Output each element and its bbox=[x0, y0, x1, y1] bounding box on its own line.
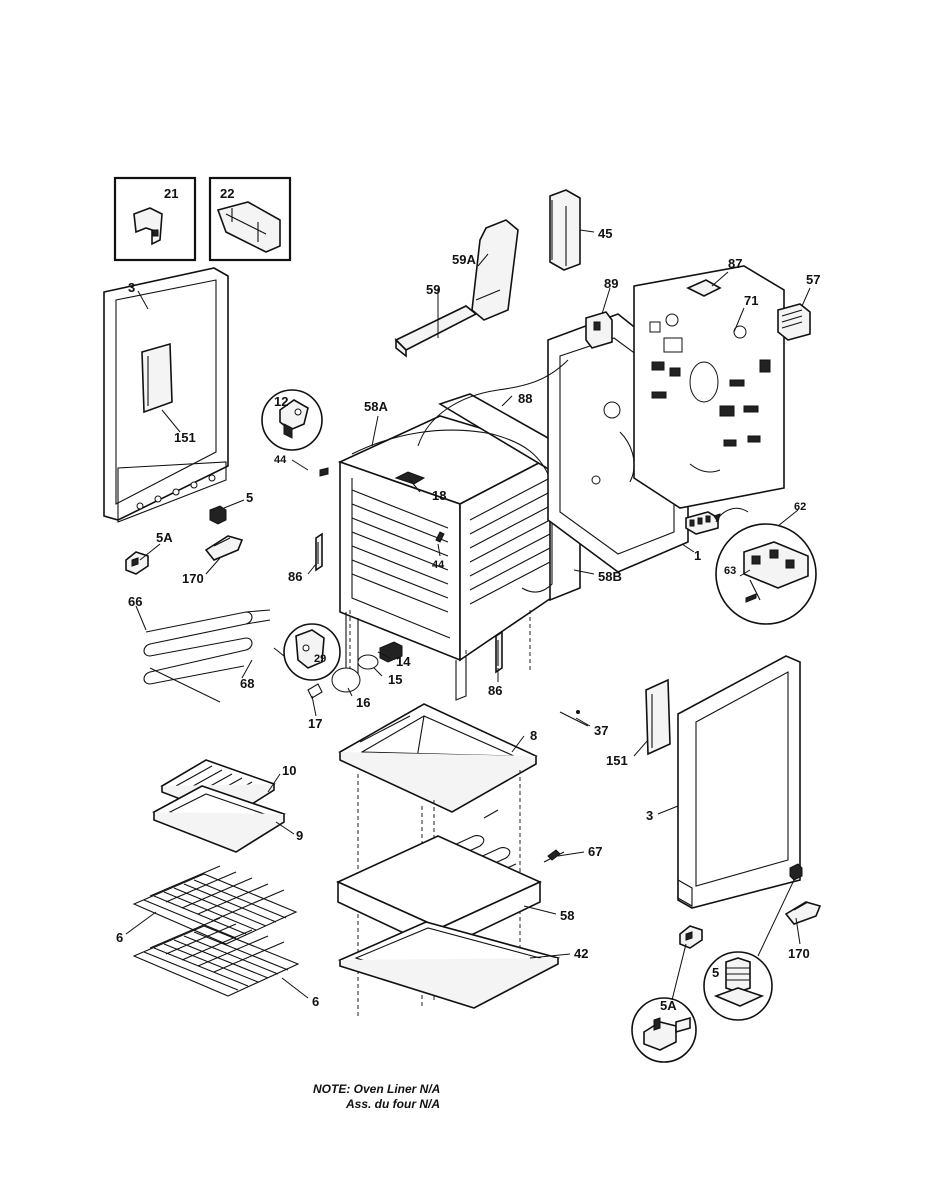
bottom-pan-42 bbox=[337, 921, 561, 1009]
callout-67: 67 bbox=[588, 844, 602, 859]
leveling-leg-5-right bbox=[789, 863, 803, 881]
callout-62: 62 bbox=[794, 501, 806, 513]
leg-leveler-170-right bbox=[784, 901, 822, 925]
leader-lines bbox=[125, 229, 811, 1001]
leveling-leg-5-left bbox=[209, 505, 227, 525]
leg-bracket-5a-left bbox=[125, 551, 149, 575]
callout-22: 22 bbox=[220, 186, 234, 201]
callout-151-right: 151 bbox=[606, 753, 628, 768]
callout-66: 66 bbox=[128, 594, 142, 609]
callout-6-top: 6 bbox=[116, 930, 123, 945]
light-lens-16 bbox=[331, 667, 361, 693]
callout-151-left: 151 bbox=[174, 430, 196, 445]
callout-labels: 21 22 3 151 5 5A 170 12 44 58A 18 88 44 … bbox=[116, 186, 820, 1013]
callout-16: 16 bbox=[356, 695, 370, 710]
callout-5-left: 5 bbox=[246, 490, 253, 505]
callout-86-right: 86 bbox=[488, 683, 502, 698]
callout-18: 18 bbox=[432, 488, 446, 503]
bracket-89 bbox=[585, 311, 613, 349]
note-line-2: Ass. du four N/A bbox=[346, 1097, 441, 1111]
callout-45: 45 bbox=[598, 226, 612, 241]
screw-44-top bbox=[319, 467, 329, 477]
callout-63: 63 bbox=[724, 565, 736, 577]
callout-5a-left: 5A bbox=[156, 530, 173, 545]
bracket-86-right bbox=[495, 630, 503, 674]
callout-58a: 58A bbox=[364, 399, 388, 414]
light-housing-29 bbox=[283, 623, 341, 681]
right-bracket-151 bbox=[645, 678, 671, 756]
callout-170-right: 170 bbox=[788, 946, 810, 961]
callout-12: 12 bbox=[274, 394, 288, 409]
leg-bracket-detail-5a bbox=[631, 997, 697, 1063]
broil-pan-9 bbox=[152, 785, 286, 853]
callout-9: 9 bbox=[296, 828, 303, 843]
probe-37 bbox=[559, 710, 589, 727]
lens-clip-17 bbox=[307, 683, 323, 699]
left-bracket-151 bbox=[141, 342, 173, 414]
callout-21: 21 bbox=[164, 186, 178, 201]
leg-bracket-5a-right bbox=[679, 925, 703, 949]
bracket-86-left bbox=[315, 532, 323, 572]
callout-89: 89 bbox=[604, 276, 618, 291]
inset-part-21 bbox=[113, 176, 197, 262]
callout-44-top: 44 bbox=[274, 454, 287, 466]
callout-87: 87 bbox=[728, 256, 742, 271]
back-cover-71 bbox=[633, 265, 785, 509]
callout-10: 10 bbox=[282, 763, 296, 778]
vent-duct-59a bbox=[471, 219, 519, 321]
wire-harness-88 bbox=[417, 359, 569, 447]
screw-44-mid bbox=[435, 531, 445, 543]
callout-15: 15 bbox=[388, 672, 402, 687]
terminal-detail-62 bbox=[713, 507, 817, 625]
callout-3-left: 3 bbox=[128, 280, 135, 295]
light-socket-14 bbox=[379, 641, 403, 663]
terminal-block bbox=[685, 511, 719, 535]
callout-58b: 58B bbox=[598, 569, 622, 584]
callout-6-bottom: 6 bbox=[312, 994, 319, 1009]
sensor-68 bbox=[149, 667, 221, 703]
callout-29: 29 bbox=[314, 653, 326, 665]
leveling-leg-detail-5 bbox=[703, 951, 773, 1021]
oven-rack-6-bottom bbox=[132, 917, 300, 997]
note-line-1: NOTE: Oven Liner N/A bbox=[313, 1082, 441, 1096]
callout-58: 58 bbox=[560, 908, 574, 923]
light-bulb-15 bbox=[357, 654, 379, 670]
oven-rack-6-top bbox=[132, 865, 298, 945]
callout-68: 68 bbox=[240, 676, 254, 691]
label-plate-57 bbox=[777, 303, 811, 341]
callout-88: 88 bbox=[518, 391, 532, 406]
broil-element-bracket-18 bbox=[394, 471, 426, 485]
callout-8: 8 bbox=[530, 728, 537, 743]
callout-37: 37 bbox=[594, 723, 608, 738]
callout-14: 14 bbox=[396, 654, 411, 669]
inset-part-22 bbox=[208, 176, 292, 262]
callout-59: 59 bbox=[426, 282, 440, 297]
thermostat-part-12 bbox=[261, 389, 323, 451]
oven-bottom-8 bbox=[338, 703, 538, 813]
leg-leveler-170-left bbox=[204, 535, 244, 561]
callout-44-mid: 44 bbox=[432, 559, 445, 571]
callout-71: 71 bbox=[744, 293, 758, 308]
shield-87 bbox=[686, 279, 722, 297]
callout-170-left: 170 bbox=[182, 571, 204, 586]
callout-57: 57 bbox=[806, 272, 820, 287]
broil-element-66 bbox=[143, 609, 271, 685]
vent-45 bbox=[549, 189, 581, 271]
callout-5-right: 5 bbox=[712, 965, 719, 980]
right-side-panel bbox=[677, 655, 801, 909]
vent-duct-59 bbox=[394, 305, 478, 358]
callout-5a-right: 5A bbox=[660, 998, 677, 1013]
callout-59a: 59A bbox=[452, 252, 476, 267]
callout-42: 42 bbox=[574, 946, 588, 961]
callout-17: 17 bbox=[308, 716, 322, 731]
callout-86-left: 86 bbox=[288, 569, 302, 584]
callout-3-right: 3 bbox=[646, 808, 653, 823]
callout-1: 1 bbox=[694, 548, 701, 563]
